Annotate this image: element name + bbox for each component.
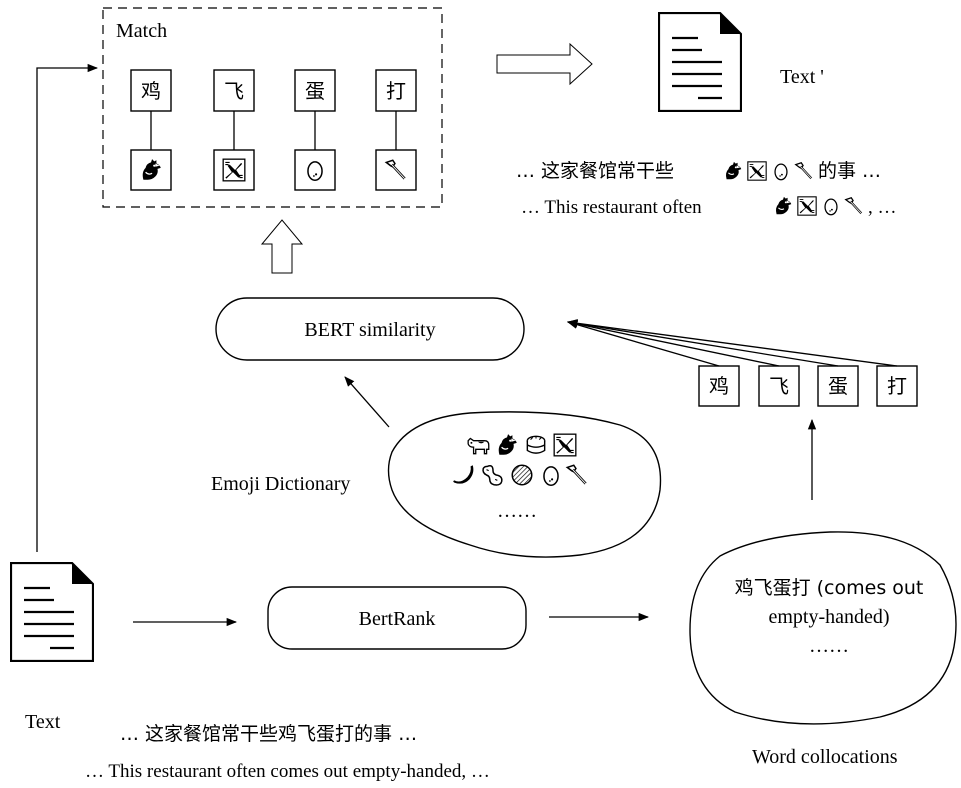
- match-emoji-box-1: [130, 149, 172, 191]
- bert-similarity-label: BERT similarity: [304, 319, 435, 341]
- word-char-box-4: 打: [876, 365, 918, 407]
- match-char-box-3: 蛋: [294, 69, 336, 112]
- rooster-icon: [725, 161, 742, 180]
- word-char-3: 蛋: [828, 374, 848, 398]
- text-to-match-arrow: [36, 63, 99, 552]
- dict-to-bert-arrow: [344, 376, 390, 428]
- text-prime-en-before: … This restaurant often: [521, 197, 702, 218]
- emoji-dictionary-label: Emoji Dictionary: [211, 473, 350, 495]
- hammer-icon: [794, 161, 813, 180]
- text-prime-label: Text ': [780, 66, 824, 88]
- match-char-2: 飞: [224, 79, 244, 103]
- match-emoji-box-3: [294, 149, 336, 191]
- bertrank-label: BertRank: [359, 608, 436, 630]
- word-char-box-3: 蛋: [817, 365, 859, 407]
- word-to-bert-arrows: [566, 319, 898, 367]
- word-char-box-1: 鸡: [698, 365, 740, 407]
- source-sentence-en: … This restaurant often comes out empty-…: [85, 761, 490, 782]
- collocation-ellipsis: ……: [809, 635, 849, 657]
- collocation-line-2: empty-handed): [768, 606, 889, 628]
- word-char-1: 鸡: [709, 374, 729, 398]
- airplane-icon: [747, 161, 767, 181]
- word-char-box-2: 飞: [758, 365, 800, 407]
- egg-icon: [543, 466, 559, 487]
- bert-similarity-node: [215, 297, 525, 361]
- match-char-3: 蛋: [305, 79, 325, 103]
- collocation-blob: [689, 531, 957, 725]
- hollow-arrow-up: [260, 219, 304, 274]
- match-char-box-2: 飞: [213, 69, 255, 112]
- match-label: Match: [116, 20, 167, 42]
- airplane-icon: [797, 196, 817, 216]
- word-collocations-label: Word collocations: [752, 746, 898, 768]
- hammer-icon: [844, 196, 863, 215]
- source-document-icon: [10, 562, 94, 662]
- match-emoji-box-4: [375, 149, 417, 191]
- match-emoji-box-2: [213, 149, 255, 191]
- hollow-arrow-right: [496, 42, 593, 86]
- match-region: [102, 7, 443, 208]
- cake-icon: [526, 435, 546, 454]
- egg-icon: [774, 163, 788, 181]
- output-document-icon: [658, 12, 742, 112]
- emoji-dictionary-ellipsis: ……: [497, 500, 537, 522]
- bertrank-node: [267, 586, 527, 650]
- egg-icon: [307, 161, 323, 182]
- source-sentence-zh: … 这家餐馆常干些鸡飞蛋打的事 …: [120, 723, 417, 745]
- match-char-1: 鸡: [141, 79, 161, 103]
- word-char-2: 飞: [769, 374, 789, 398]
- match-connectors: [150, 111, 397, 150]
- match-char-4: 打: [386, 79, 406, 103]
- source-text-label: Text: [25, 711, 61, 733]
- text-prime-en-after: , …: [868, 197, 897, 218]
- match-char-box-4: 打: [375, 69, 417, 112]
- collocation-line-1: 鸡飞蛋打 (comes out: [735, 577, 924, 599]
- egg-icon: [824, 198, 838, 216]
- text-prime-zh-before: … 这家餐馆常干些: [516, 160, 674, 182]
- rooster-icon: [775, 196, 792, 215]
- word-char-4: 打: [887, 374, 907, 398]
- text-prime-zh-after: 的事 …: [818, 160, 881, 182]
- match-char-box-1: 鸡: [130, 69, 172, 112]
- ball-icon: [511, 464, 533, 486]
